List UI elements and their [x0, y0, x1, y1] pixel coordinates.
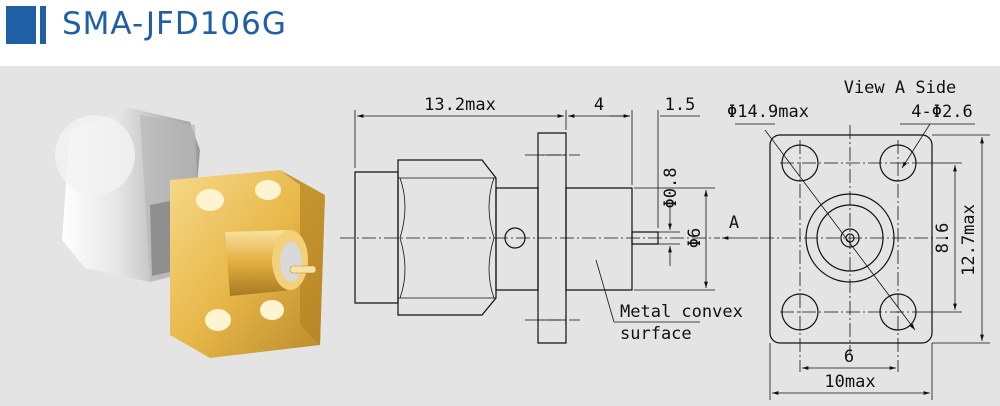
dim-circle-diameter: Φ14.9max	[727, 102, 809, 122]
dim-hole-spacing-v: 8.6	[933, 223, 953, 254]
title-accent-bar-thin	[40, 6, 46, 44]
side-hex-nut	[397, 159, 497, 316]
dim-flange-to-end: 4	[594, 95, 604, 115]
dim-body-diameter: Φ6	[685, 228, 705, 248]
front-view-label: View A Side	[844, 78, 957, 98]
dielectric	[280, 242, 302, 282]
flange-hole-3	[205, 309, 231, 331]
dim-length: 13.2max	[424, 95, 496, 115]
front-view: View A Side Φ14.9max 4-Φ2.6 8.6	[727, 78, 990, 400]
side-body	[495, 187, 539, 291]
dim-pin-length: 1.5	[665, 95, 696, 115]
connector-render	[55, 108, 325, 358]
side-view: 13.2max 4 1.5 Φ0.8 Φ6 A Metal convex sur…	[340, 95, 758, 344]
dim-holes-leader	[901, 123, 931, 169]
page-title: SMA-JFD106G	[62, 6, 287, 42]
dim-hole-spacing-h: 6	[844, 347, 854, 367]
side-shoulder	[354, 171, 399, 304]
flange-hole-1	[196, 189, 224, 211]
side-right-body	[565, 187, 633, 291]
connector-nut-face	[55, 115, 135, 195]
dim-circle-leader	[764, 129, 916, 331]
note-line-1: Metal convex	[620, 302, 743, 322]
note-line-2: surface	[620, 324, 692, 344]
side-flange	[537, 132, 567, 344]
dim-plate-width: 10max	[824, 372, 875, 392]
flange-hole-4	[260, 300, 284, 320]
front-plate	[769, 134, 933, 344]
center-pin	[289, 265, 317, 274]
flange-hole-2	[255, 180, 281, 200]
view-arrow-label: A	[729, 213, 739, 233]
header: SMA-JFD106G	[0, 0, 1000, 50]
note-leader	[595, 259, 615, 323]
title-accent-bar	[6, 6, 36, 44]
dim-hole-spec: 4-Φ2.6	[911, 102, 972, 122]
dim-plate-height: 12.7max	[959, 204, 979, 276]
side-body-hole	[504, 227, 526, 249]
